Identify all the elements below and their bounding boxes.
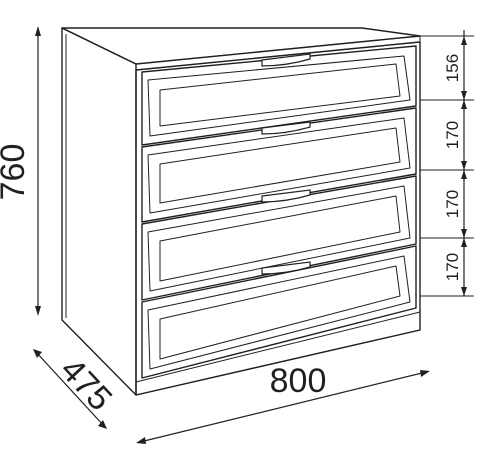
height-label: 760 <box>0 144 32 201</box>
depth-arrow-start <box>33 349 42 358</box>
drawer-4-height-label: 170 <box>443 253 462 281</box>
width-label: 800 <box>270 362 327 400</box>
cabinet-plinth <box>135 311 421 396</box>
drawer-2-handle[interactable] <box>261 121 311 135</box>
drawer-3 <box>141 175 417 301</box>
height-arrow-top <box>35 26 41 36</box>
drawer-1-height-label: 156 <box>443 54 462 82</box>
width-arrow-start <box>136 437 146 444</box>
drawer-3-front <box>141 175 417 301</box>
drawer-2-front <box>141 107 417 223</box>
cabinet-top <box>61 27 421 65</box>
drawer-3-bevel <box>147 185 411 292</box>
drawer-3-height-label: 170 <box>443 190 462 218</box>
drawer-2-bevel <box>147 117 411 214</box>
height-dimension: 760 <box>0 26 41 316</box>
drawer-1-panel <box>159 63 401 127</box>
drawer-1-bevel <box>147 55 411 137</box>
width-dim-line <box>139 371 427 443</box>
drawer-1-front <box>141 45 417 146</box>
width-arrow-end <box>420 370 430 377</box>
drawer-1 <box>141 45 417 146</box>
cabinet <box>61 27 421 396</box>
drawer-4-front <box>141 245 417 379</box>
depth-dim-line <box>35 351 105 427</box>
depth-label: 475 <box>53 351 119 418</box>
drawer-height-dimensions: 156 170 170 170 <box>420 30 474 297</box>
drawer-3-panel <box>159 195 401 282</box>
depth-dimension: 475 <box>33 349 119 429</box>
drawer-4-panel <box>159 265 401 360</box>
drawer-2 <box>141 107 417 223</box>
cabinet-side-panel <box>61 27 137 396</box>
depth-arrow-end <box>98 420 107 429</box>
width-dimension: 800 <box>136 362 430 444</box>
drawer-1-handle[interactable] <box>261 53 311 67</box>
drawer-3-handle[interactable] <box>261 189 311 203</box>
drawer-4 <box>141 245 417 379</box>
drawer-4-handle[interactable] <box>261 261 311 275</box>
drawer-4-bevel <box>147 255 411 370</box>
drawers <box>141 45 417 379</box>
drawer-2-height-label: 170 <box>443 121 462 149</box>
drawer-2-panel <box>159 127 401 204</box>
height-arrow-bottom <box>35 306 41 316</box>
